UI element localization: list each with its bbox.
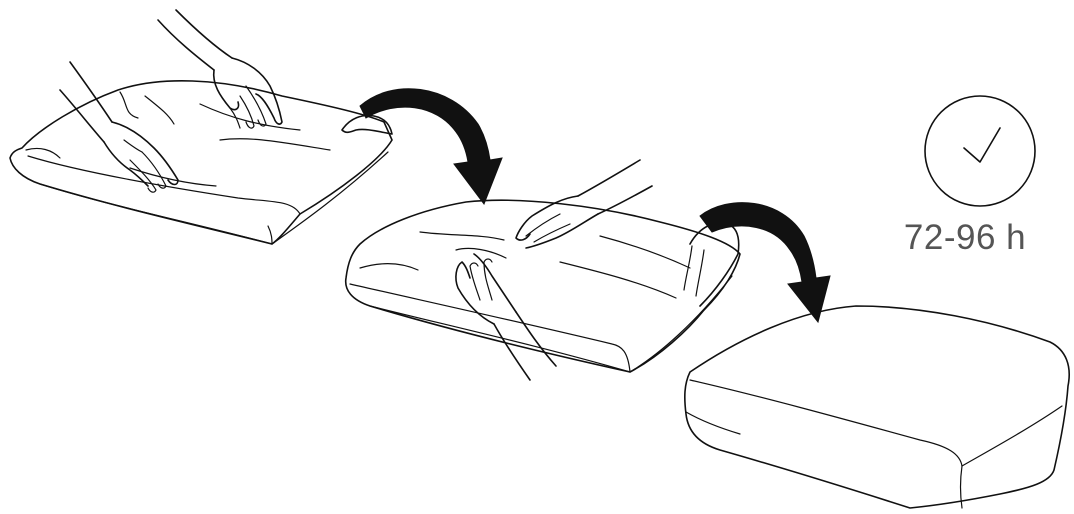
step-3-expanded-cushion — [685, 306, 1069, 508]
step-2-unwrapping-cushion — [346, 160, 740, 380]
duration-label: 72-96 h — [895, 218, 1035, 258]
curved-arrow-icon — [700, 203, 830, 322]
step-1-bagged-cushion — [10, 10, 392, 244]
check-circle-icon — [925, 96, 1035, 206]
curved-arrow-icon — [360, 89, 502, 204]
